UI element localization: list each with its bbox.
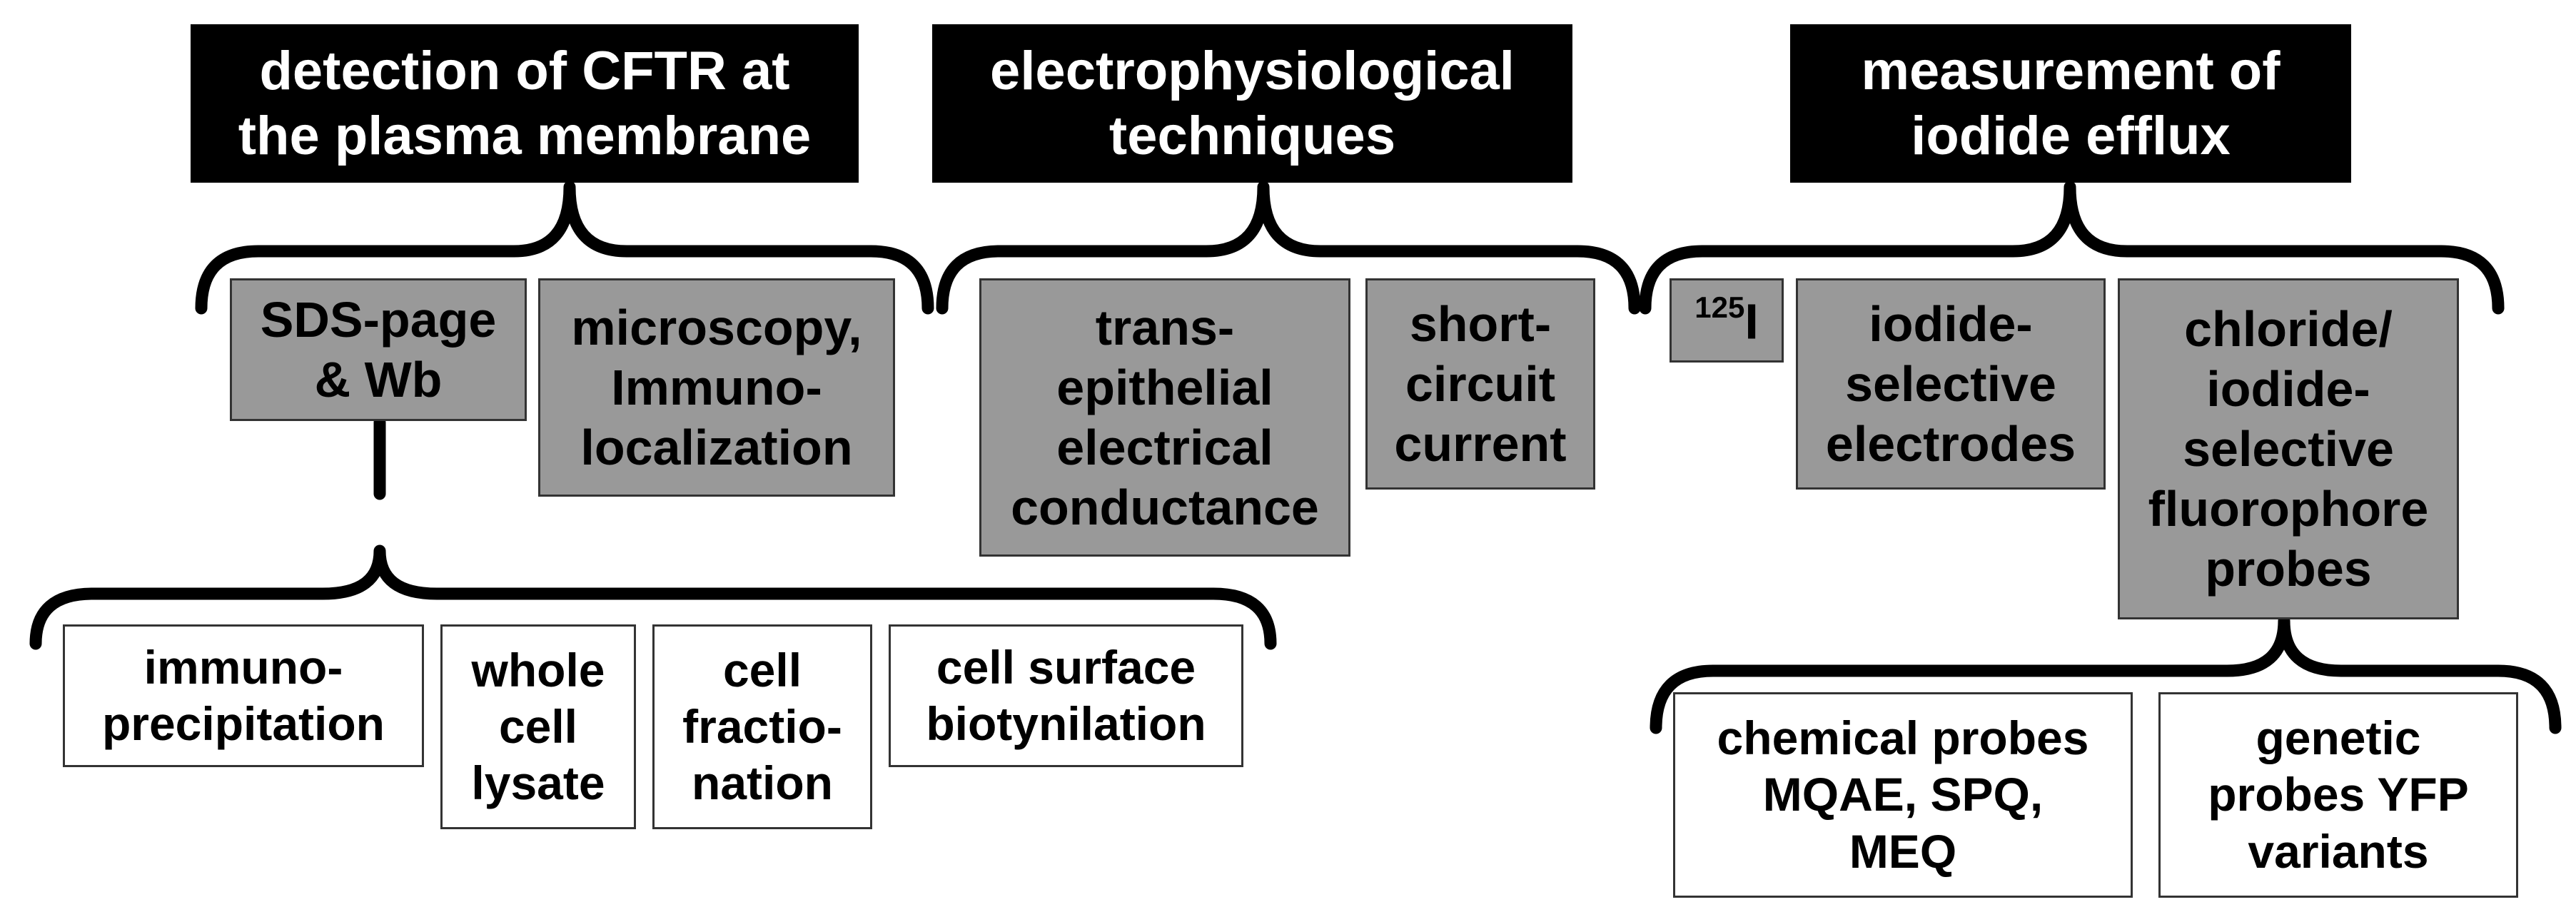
probe-chemical: chemical probes MQAE, SPQ, MEQ	[1673, 692, 2133, 898]
isotope-symbol: I	[1744, 293, 1759, 350]
isotope-mass-number: 125	[1694, 290, 1745, 324]
method-iodide-selective-electrodes: iodide- selective electrodes	[1796, 278, 2106, 490]
method-microscopy-immunolocalization: microscopy, Immuno- localization	[538, 278, 895, 497]
sample-whole-cell-lysate: whole cell lysate	[440, 624, 636, 829]
method-sds-page-wb: SDS-page & Wb	[230, 278, 527, 421]
method-125i-isotope: 125I	[1670, 278, 1784, 363]
method-transepithelial-conductance: trans- epithelial electrical conductance	[979, 278, 1350, 557]
method-short-circuit-current: short- circuit current	[1365, 278, 1595, 490]
sample-cell-surface-biotinylation: cell surface biotynilation	[889, 624, 1243, 767]
header-detection-cftr: detection of CFTR at the plasma membrane	[191, 24, 859, 183]
sample-cell-fractionation: cell fractio- nation	[652, 624, 872, 829]
header-electrophysiological-techniques: electrophysiological techniques	[932, 24, 1572, 183]
iodide-efflux-brace	[1639, 181, 2505, 315]
header-iodide-efflux: measurement of iodide efflux	[1790, 24, 2351, 183]
probes-brace	[1650, 614, 2562, 734]
method-fluorophore-probes: chloride/ iodide- selective fluorophore …	[2118, 278, 2459, 619]
detection-brace	[195, 181, 934, 315]
electrophysiology-brace	[936, 181, 1641, 315]
wb-samples-brace	[29, 544, 1277, 650]
probe-genetic: genetic probes YFP variants	[2158, 692, 2518, 898]
sample-immunoprecipitation: immuno- precipitation	[63, 624, 424, 767]
